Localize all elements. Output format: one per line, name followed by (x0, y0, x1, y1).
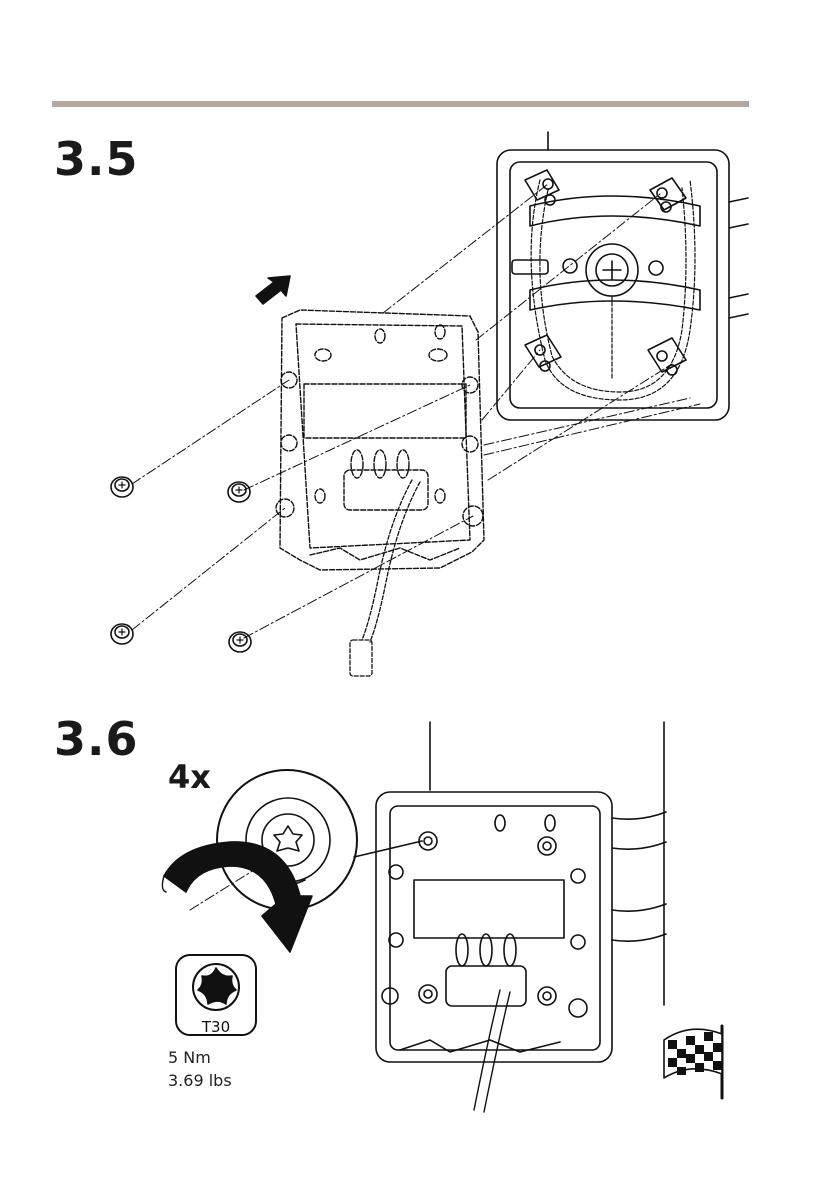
tool-label: T30 (201, 1018, 230, 1036)
screw-icon (111, 477, 133, 497)
zoom-callout (190, 770, 422, 910)
checkered-flag-icon (664, 1026, 722, 1098)
screw-icon (229, 632, 251, 652)
housing-box (497, 150, 748, 420)
rotation-arrow-icon (162, 842, 312, 952)
arrow-icon (256, 276, 290, 304)
mounting-bracket (276, 310, 484, 570)
mounted-housing (376, 792, 612, 1062)
screw-icon (111, 624, 133, 644)
screw-icon (228, 482, 250, 502)
